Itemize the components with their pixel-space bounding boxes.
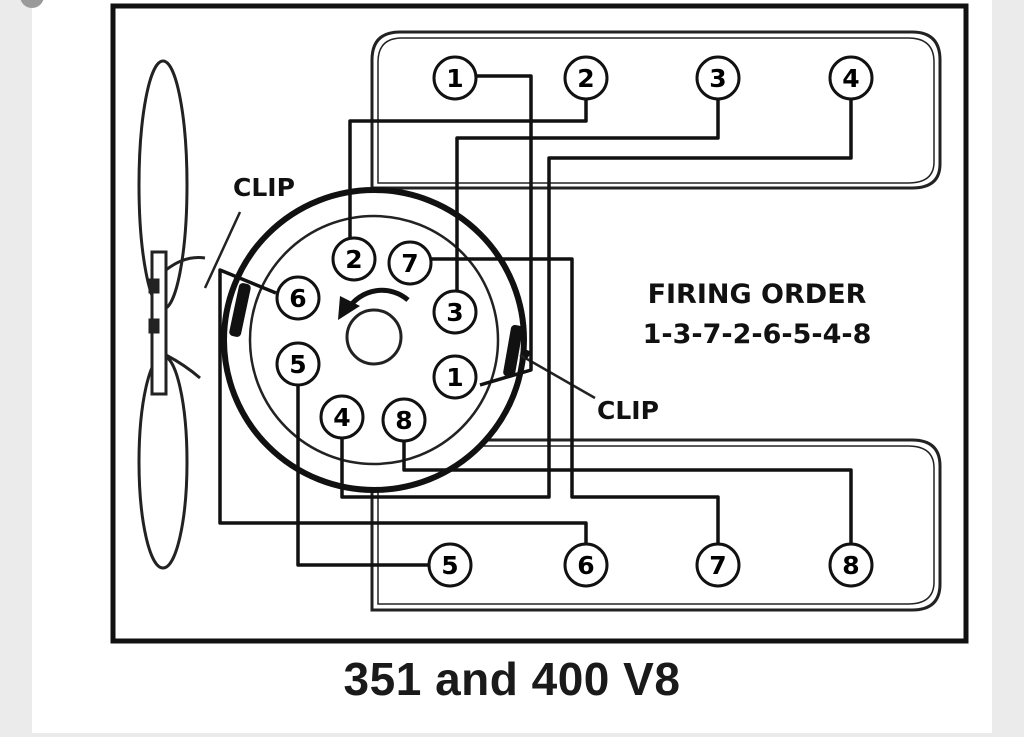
terminal-7: 7 [387,240,433,286]
terminal-5-label: 5 [289,350,306,379]
cylinder-1-label: 1 [446,64,463,93]
distributor-terminals: 2 7 6 3 5 1 4 8 [275,236,478,443]
cylinder-5-marker: 5 [427,542,473,588]
cylinder-3-label: 3 [709,64,726,93]
terminal-2: 2 [331,236,377,282]
cylinder-8-label: 8 [842,551,859,580]
fan-belt-top [165,256,206,272]
terminal-7-label: 7 [401,249,418,278]
fan [137,59,206,570]
wire-cyl-4 [368,78,853,499]
firing-order-heading: FIRING ORDER [648,279,867,310]
diagram-frame [110,3,969,644]
clip-right-bar [503,324,523,378]
wire-cyl-3 [455,78,720,292]
cylinder-5-label: 5 [441,551,458,580]
clip-label-right: CLIP [597,396,659,425]
distributor [221,187,527,493]
cylinder-7-marker: 7 [695,542,741,588]
cylinder-2-label: 2 [577,64,594,93]
cylinder-4-label: 4 [842,64,859,93]
wire-cyl-1 [476,74,533,387]
corner-dot [20,0,44,8]
terminal-3: 3 [432,289,478,335]
terminal-6: 6 [275,275,321,321]
cylinder-8-marker: 8 [828,542,874,588]
terminal-4-label: 4 [333,403,350,432]
clips: CLIP CLIP [203,173,659,425]
terminal-8-label: 8 [395,406,412,435]
distributor-cap-ring [248,214,500,466]
terminal-1: 1 [432,354,478,400]
rotation-arrow-head [338,296,360,320]
terminal-4: 4 [319,394,365,440]
terminal-5: 5 [275,341,321,387]
wire-terminal-4-link [340,423,368,499]
cylinder-markers: 1 2 3 4 5 6 7 8 [427,55,874,588]
terminal-2-label: 2 [345,245,362,274]
fan-bolt-top [148,278,160,294]
plug-wires [218,74,853,567]
terminal-8: 8 [381,397,427,443]
cylinder-1-marker: 1 [432,55,478,101]
cylinder-6-label: 6 [577,551,594,580]
firing-order-sequence: 1-3-7-2-6-5-4-8 [643,319,872,350]
top-bank-outline-inner [377,37,935,184]
clip-label-left: CLIP [233,173,295,202]
wire-cyl-8 [402,420,853,546]
fan-belt-bottom [165,353,201,380]
cylinder-3-marker: 3 [695,55,741,101]
fan-bolt-bottom [148,318,160,334]
wire-cyl-5 [296,367,428,567]
clip-left-bar [229,283,251,337]
wire-cyl-7 [430,257,720,546]
terminal-6-label: 6 [289,284,306,313]
cylinder-7-label: 7 [709,551,726,580]
rotor-center [345,308,403,366]
cylinder-2-marker: 2 [563,55,609,101]
top-bank-outline [370,30,942,190]
terminal-1-label: 1 [446,363,463,392]
terminal-3-label: 3 [446,298,463,327]
clip-left-leader [203,211,242,289]
wire-cyl-6 [218,268,588,546]
engine-caption: 351 and 400 V8 [343,653,681,705]
cylinder-4-marker: 4 [828,55,874,101]
cylinder-6-marker: 6 [563,542,609,588]
